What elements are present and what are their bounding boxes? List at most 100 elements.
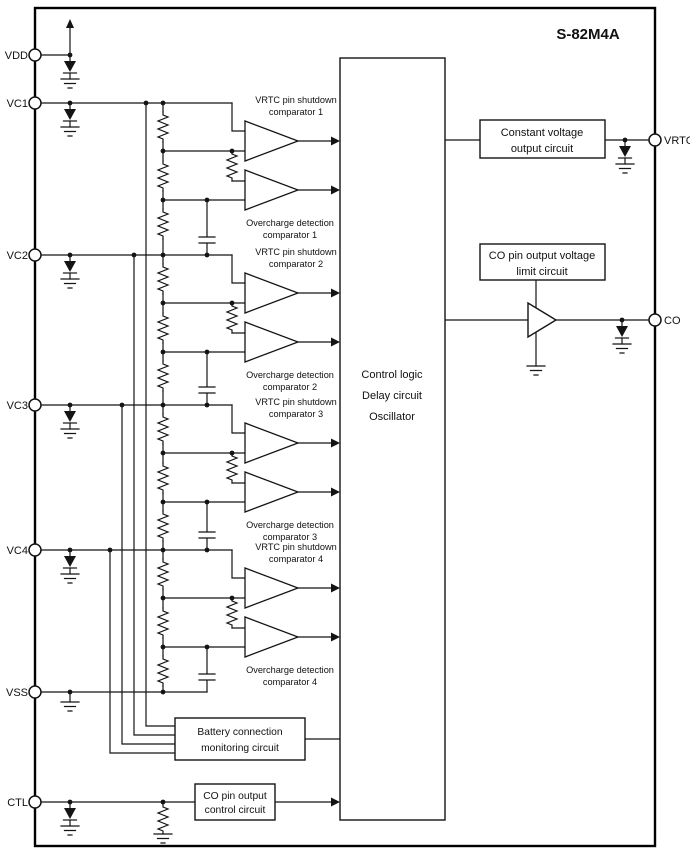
co-control-line1: CO pin output bbox=[203, 791, 267, 802]
pin-co bbox=[648, 313, 662, 327]
right-pins: VRTC CO bbox=[648, 133, 690, 327]
overcharge-1-label-line1: Overcharge detection bbox=[246, 218, 334, 228]
wires bbox=[40, 27, 650, 805]
comparator-overcharge-4 bbox=[244, 616, 299, 658]
pin-label-vss: VSS bbox=[6, 687, 28, 699]
battery-monitor-block bbox=[174, 717, 306, 761]
wire-right-side bbox=[274, 139, 650, 803]
overcharge-2-label-line1: Overcharge detection bbox=[246, 370, 334, 380]
capacitor-icon bbox=[198, 351, 216, 406]
arrow-icon bbox=[331, 438, 340, 448]
resistor-icon bbox=[157, 803, 169, 835]
pin-vdd bbox=[28, 48, 42, 62]
co-output-buffer bbox=[527, 301, 558, 339]
capacitor-icon bbox=[198, 199, 216, 256]
shutdown-2-label-line2: comparator 2 bbox=[269, 259, 323, 269]
resistor-icon bbox=[157, 360, 169, 392]
overcharge-4-label-line1: Overcharge detection bbox=[246, 665, 334, 675]
left-pins: VDD VC1 VC2 VC3 VC4 VSS CTL bbox=[5, 48, 42, 809]
comparator-shutdown-2 bbox=[244, 272, 299, 314]
diode-ground-icon bbox=[61, 802, 79, 835]
control-logic-block bbox=[339, 57, 446, 821]
wire-cell1 bbox=[162, 102, 246, 256]
pin-ctl bbox=[28, 795, 42, 809]
co-control-line2: control circuit bbox=[205, 805, 266, 816]
comparator-overcharge-2 bbox=[244, 321, 299, 363]
comparator-overcharge-3 bbox=[244, 471, 299, 513]
constant-voltage-block bbox=[479, 119, 606, 159]
shutdown-3-label-line2: comparator 3 bbox=[269, 409, 323, 419]
pin-vc3 bbox=[28, 398, 42, 412]
pin-vrtc bbox=[648, 133, 662, 147]
comparator-shutdown-1 bbox=[244, 120, 299, 162]
pin-vss bbox=[28, 685, 42, 699]
wire-monitor-buses bbox=[109, 102, 176, 754]
overcharge-4-label-line2: comparator 4 bbox=[263, 677, 317, 687]
pin-label-vc1: VC1 bbox=[7, 98, 28, 110]
pin-vc1 bbox=[28, 96, 42, 110]
overcharge-2-label-line2: comparator 2 bbox=[263, 382, 317, 392]
diode-ground-icon bbox=[616, 140, 634, 173]
pin-label-co: CO bbox=[664, 315, 681, 327]
pin-label-vc4: VC4 bbox=[7, 545, 28, 557]
wire-cell2 bbox=[162, 254, 246, 406]
comparator-labels: VRTC pin shutdown comparator 1 Overcharg… bbox=[246, 95, 337, 687]
capacitor-icon bbox=[198, 646, 216, 693]
shutdown-2-label-line1: VRTC pin shutdown bbox=[255, 247, 337, 257]
control-logic-line2: Delay circuit bbox=[362, 390, 422, 402]
control-logic-line1: Control logic bbox=[361, 369, 423, 381]
wire-comparator-outputs bbox=[297, 140, 334, 638]
co-limit-block bbox=[479, 243, 606, 281]
resistor-icon bbox=[157, 312, 169, 344]
diode-ground-icon bbox=[61, 103, 79, 136]
resistor-icon bbox=[157, 111, 169, 143]
diode-ground-icon bbox=[61, 405, 79, 438]
resistor-icon bbox=[157, 160, 169, 192]
resistor-icon bbox=[226, 150, 238, 182]
resistor-icon bbox=[157, 208, 169, 240]
ground-icon bbox=[60, 701, 80, 712]
arrow-icon bbox=[331, 583, 340, 593]
arrow-icon bbox=[331, 632, 340, 642]
resistor-icon bbox=[157, 413, 169, 445]
overcharge-3-label-line1: Overcharge detection bbox=[246, 520, 334, 530]
ground-icon bbox=[526, 365, 546, 376]
comparator-overcharge-1 bbox=[244, 169, 299, 211]
resistor-icon bbox=[157, 510, 169, 542]
overcharge-3-label-line2: comparator 3 bbox=[263, 532, 317, 542]
constant-voltage-line2: output circuit bbox=[511, 143, 573, 155]
resistor-icon bbox=[157, 462, 169, 494]
pin-vc4 bbox=[28, 543, 42, 557]
arrow-icon bbox=[331, 136, 340, 146]
co-limit-line1: CO pin output voltage bbox=[489, 250, 595, 262]
control-logic-line3: Oscillator bbox=[369, 411, 415, 423]
ground-icon bbox=[153, 833, 173, 844]
battery-monitor-line2: monitoring circuit bbox=[201, 743, 279, 754]
capacitors bbox=[198, 199, 216, 693]
pin-label-vrtc: VRTC bbox=[664, 135, 690, 147]
co-control-block bbox=[194, 783, 276, 821]
diode-ground-icon bbox=[61, 255, 79, 288]
shutdown-1-label-line1: VRTC pin shutdown bbox=[255, 95, 337, 105]
comparator-shutdown-4 bbox=[244, 567, 299, 609]
pin-label-ctl: CTL bbox=[7, 797, 28, 809]
arrow-icon bbox=[331, 487, 340, 497]
resistor-icon bbox=[226, 302, 238, 334]
resistor-icon bbox=[226, 597, 238, 629]
resistor-icon bbox=[226, 452, 238, 484]
arrowheads bbox=[331, 136, 340, 807]
wire-cell3 bbox=[162, 404, 246, 551]
diode-ground-icon bbox=[61, 55, 79, 88]
arrow-icon bbox=[331, 797, 340, 807]
comparator-shutdown-3 bbox=[244, 422, 299, 464]
arrow-icon bbox=[331, 337, 340, 347]
overcharge-1-label-line2: comparator 1 bbox=[263, 230, 317, 240]
co-limit-line2: limit circuit bbox=[516, 266, 567, 278]
pin-vc2 bbox=[28, 248, 42, 262]
shutdown-1-label-line2: comparator 1 bbox=[269, 107, 323, 117]
pin-label-vc2: VC2 bbox=[7, 250, 28, 262]
shutdown-4-label-line2: comparator 4 bbox=[269, 554, 323, 564]
resistor-icon bbox=[157, 655, 169, 687]
